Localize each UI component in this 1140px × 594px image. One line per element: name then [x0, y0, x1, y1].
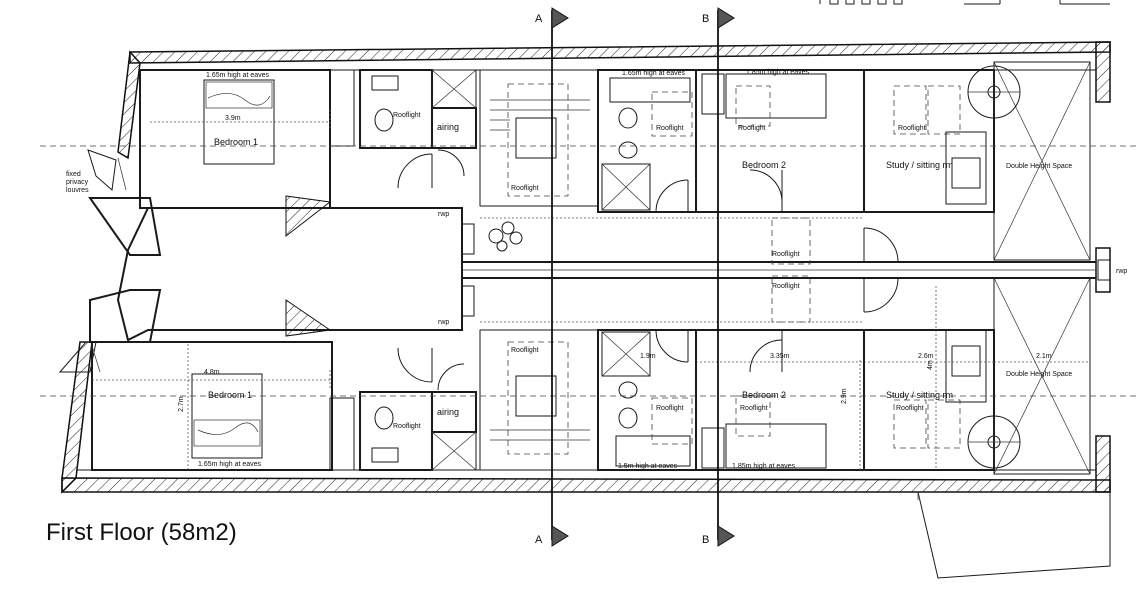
- lower-study-rooflight-label: Rooflight: [896, 405, 924, 412]
- section-a-bottom-arrow: [551, 525, 569, 547]
- lower-stair-rooflight-label: Rooflight: [511, 347, 539, 354]
- upper-study-rooflight-label: Rooflight: [898, 125, 926, 132]
- section-a-label-top: A: [535, 13, 543, 25]
- lower-unit: [91, 275, 1091, 475]
- rwp-label-right: rwp: [1116, 268, 1127, 275]
- corridor-rooflight-lower: Rooflight: [772, 283, 800, 290]
- lower-bath-width-dim: 1.9m: [640, 353, 656, 360]
- upper-double-height-label: Double Height Space: [1006, 163, 1072, 170]
- lower-study-label: Study / sitting rm: [886, 390, 953, 400]
- lower-bed1-eaves-note: 1.65m high at eaves: [198, 461, 262, 468]
- lower-airing-label: airing: [437, 407, 459, 417]
- lower-double-height-label: Double Height Space: [1006, 371, 1072, 378]
- lower-bed2-rooflight-label: Rooflight: [740, 405, 768, 412]
- section-b-label-bottom: B: [702, 534, 709, 546]
- louvres-note-line1: fixed: [66, 171, 81, 178]
- lower-wc-rooflight-label: Rooflight: [393, 423, 421, 430]
- setting-out-lines: [40, 110, 1140, 470]
- upper-unit: [139, 61, 1091, 265]
- lower-study-width-dim: 2.6m: [918, 353, 934, 360]
- lower-bed2-eaves-note: 1.85m high at eaves: [732, 463, 796, 470]
- central-void: [88, 195, 1111, 343]
- upper-bed1-width-dim: 3.9m: [225, 115, 241, 122]
- upper-bedroom2-label: Bedroom 2: [742, 160, 786, 170]
- lower-bed1-width-dim: 4.8m: [204, 369, 220, 376]
- lower-bath-eaves-note: 1.5m high at eaves: [618, 463, 678, 470]
- upper-bed2-eaves-note: 1.85m high at eaves: [746, 69, 810, 76]
- upper-airing-label: airing: [437, 122, 459, 132]
- lower-bath-rooflight-label: Rooflight: [656, 405, 684, 412]
- section-b-top-arrow: [717, 7, 735, 29]
- rwp-label-lower: rwp: [438, 319, 449, 326]
- key-fragment: [819, 0, 1110, 5]
- lower-bedroom1-label: Bedroom 1: [208, 390, 252, 400]
- section-b-bottom-arrow: [717, 525, 735, 547]
- section-b-label-top: B: [702, 13, 709, 25]
- section-lines: [551, 7, 735, 547]
- upper-bedroom1-label: Bedroom 1: [214, 137, 258, 147]
- lower-bed2-depth-dim: 2.9m: [841, 388, 848, 404]
- louvres-note-line3: louvres: [66, 187, 89, 194]
- upper-bath-eaves-note: 1.65m high at eaves: [622, 70, 686, 77]
- upper-stair-rooflight-label: Rooflight: [511, 185, 539, 192]
- upper-bath-rooflight-label: Rooflight: [656, 125, 684, 132]
- outer-walls: [61, 41, 1111, 494]
- lower-study-depth-dim: 4m: [927, 360, 934, 370]
- page-title: First Floor (58m2): [46, 519, 237, 546]
- louvres-note-line2: privacy: [66, 179, 89, 186]
- corridor-rooflight-upper: Rooflight: [772, 251, 800, 258]
- rwp-label-upper: rwp: [438, 211, 449, 218]
- upper-study-label: Study / sitting rm: [886, 160, 953, 170]
- lower-bed2-width-dim: 3.35m: [770, 353, 790, 360]
- upper-bed2-rooflight-label: Rooflight: [738, 125, 766, 132]
- lower-bedroom2-label: Bedroom 2: [742, 390, 786, 400]
- section-a-label-bottom: A: [535, 534, 543, 546]
- lower-bed1-depth-dim: 2.7m: [178, 396, 185, 412]
- louvres: [58, 149, 127, 373]
- section-a-top-arrow: [551, 7, 569, 29]
- upper-bed1-eaves-note: 1.65m high at eaves: [206, 72, 270, 79]
- lower-dhs-width-dim: 2.1m: [1036, 353, 1052, 360]
- upper-wc-rooflight-label: Rooflight: [393, 112, 421, 119]
- balcony-outline: [917, 491, 1111, 579]
